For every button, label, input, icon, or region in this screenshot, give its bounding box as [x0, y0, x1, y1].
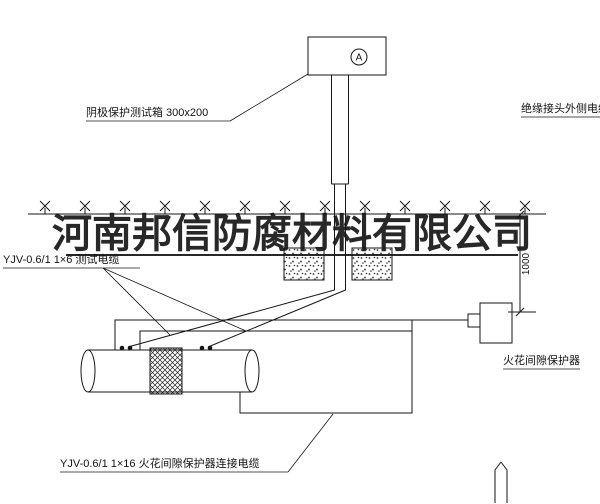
leader-line-test-box: [229, 73, 309, 122]
ammeter-symbol: A: [356, 53, 363, 64]
dimension-1000: 1000: [508, 210, 536, 317]
ammeter-icon: [350, 48, 368, 66]
outer-cable-label: 绝缘接头外侧电缆: [521, 101, 600, 118]
svg-text:绝缘接头外侧电缆: 绝缘接头外侧电缆: [521, 101, 600, 115]
svg-text:阴极保护测试箱 300x200: 阴极保护测试箱 300x200: [86, 105, 208, 119]
leader-lines-test-cable: [102, 267, 247, 336]
pipe: [80, 347, 260, 395]
test-cable-label: YJV-0.6/1 1×6 测试电缆: [3, 253, 247, 336]
test-box-label: 阴极保护测试箱 300x200: [86, 73, 309, 122]
insulating-joint: [149, 347, 183, 395]
svg-text:火花间隙保护器: 火花间隙保护器: [503, 353, 580, 367]
concrete-block-left: [283, 247, 325, 281]
test-box: A: [307, 36, 387, 76]
dimension-text: 1000: [521, 252, 532, 275]
pipe-riser-symbol: [494, 461, 508, 503]
spark-gap-protector-label: 火花间隙保护器: [503, 353, 580, 370]
protector-cable-label: YJV-0.6/1 1×16 火花间隙保护器连接电缆: [60, 413, 334, 473]
leader-line-protector-cable: [287, 413, 334, 473]
protector-cables: [114, 319, 468, 414]
svg-text:YJV-0.6/1 1×6 测试电缆: YJV-0.6/1 1×6 测试电缆: [3, 253, 119, 266]
concrete-block-right: [351, 247, 393, 281]
conduit: [331, 75, 349, 262]
cable-terminals: [119, 345, 213, 351]
svg-text:YJV-0.6/1 1×16 火花间隙保护器连接电缆: YJV-0.6/1 1×16 火花间隙保护器连接电缆: [60, 456, 260, 470]
test-cables: [127, 262, 346, 348]
spark-gap-protector: [467, 302, 513, 344]
